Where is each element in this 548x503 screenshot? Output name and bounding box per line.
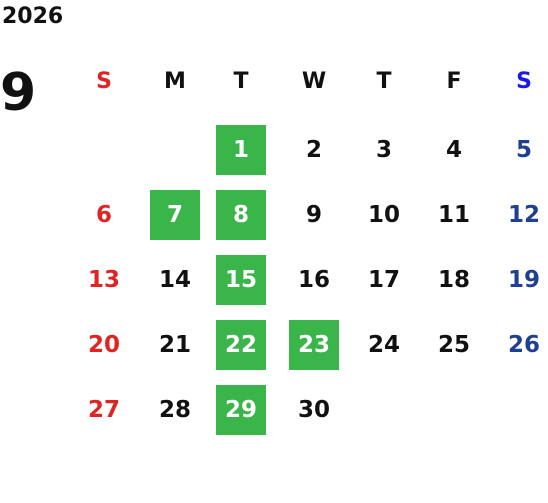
- day-cell-highlighted[interactable]: 22: [216, 320, 266, 370]
- day-cell[interactable]: 3: [375, 137, 392, 163]
- day-cell[interactable]: 17: [367, 267, 400, 293]
- day-cell[interactable]: 13: [87, 267, 120, 293]
- day-cell[interactable]: 18: [437, 267, 470, 293]
- year-label: 2026: [2, 4, 64, 29]
- weekday-header: S: [516, 68, 532, 94]
- day-cell[interactable]: 24: [367, 332, 400, 358]
- day-cell[interactable]: 28: [158, 397, 191, 423]
- day-cell-highlighted[interactable]: 29: [216, 385, 266, 435]
- day-cell[interactable]: 27: [87, 397, 120, 423]
- day-cell[interactable]: 2: [305, 137, 322, 163]
- weekday-header: F: [446, 68, 462, 94]
- day-cell[interactable]: 14: [158, 267, 191, 293]
- day-cell[interactable]: 26: [507, 332, 540, 358]
- day-cell[interactable]: 11: [437, 202, 470, 228]
- weekday-header: T: [376, 68, 392, 94]
- day-cell-highlighted[interactable]: 1: [216, 125, 266, 175]
- day-cell[interactable]: 4: [445, 137, 462, 163]
- day-cell[interactable]: 9: [305, 202, 322, 228]
- day-cell-highlighted[interactable]: 7: [150, 190, 200, 240]
- day-cell[interactable]: 19: [507, 267, 540, 293]
- day-cell[interactable]: 21: [158, 332, 191, 358]
- weekday-header: S: [96, 68, 112, 94]
- weekday-header: M: [164, 68, 186, 94]
- day-cell-highlighted[interactable]: 23: [289, 320, 339, 370]
- day-cell[interactable]: 12: [507, 202, 540, 228]
- weekday-header: T: [233, 68, 249, 94]
- day-cell[interactable]: 25: [437, 332, 470, 358]
- weekday-header: W: [301, 68, 327, 94]
- day-cell[interactable]: 5: [515, 137, 532, 163]
- day-cell-highlighted[interactable]: 8: [216, 190, 266, 240]
- day-cell[interactable]: 10: [367, 202, 400, 228]
- month-label: 9: [0, 63, 37, 123]
- day-cell-highlighted[interactable]: 15: [216, 255, 266, 305]
- day-cell[interactable]: 6: [95, 202, 112, 228]
- day-cell[interactable]: 16: [297, 267, 330, 293]
- day-cell[interactable]: 30: [297, 397, 330, 423]
- day-cell[interactable]: 20: [87, 332, 120, 358]
